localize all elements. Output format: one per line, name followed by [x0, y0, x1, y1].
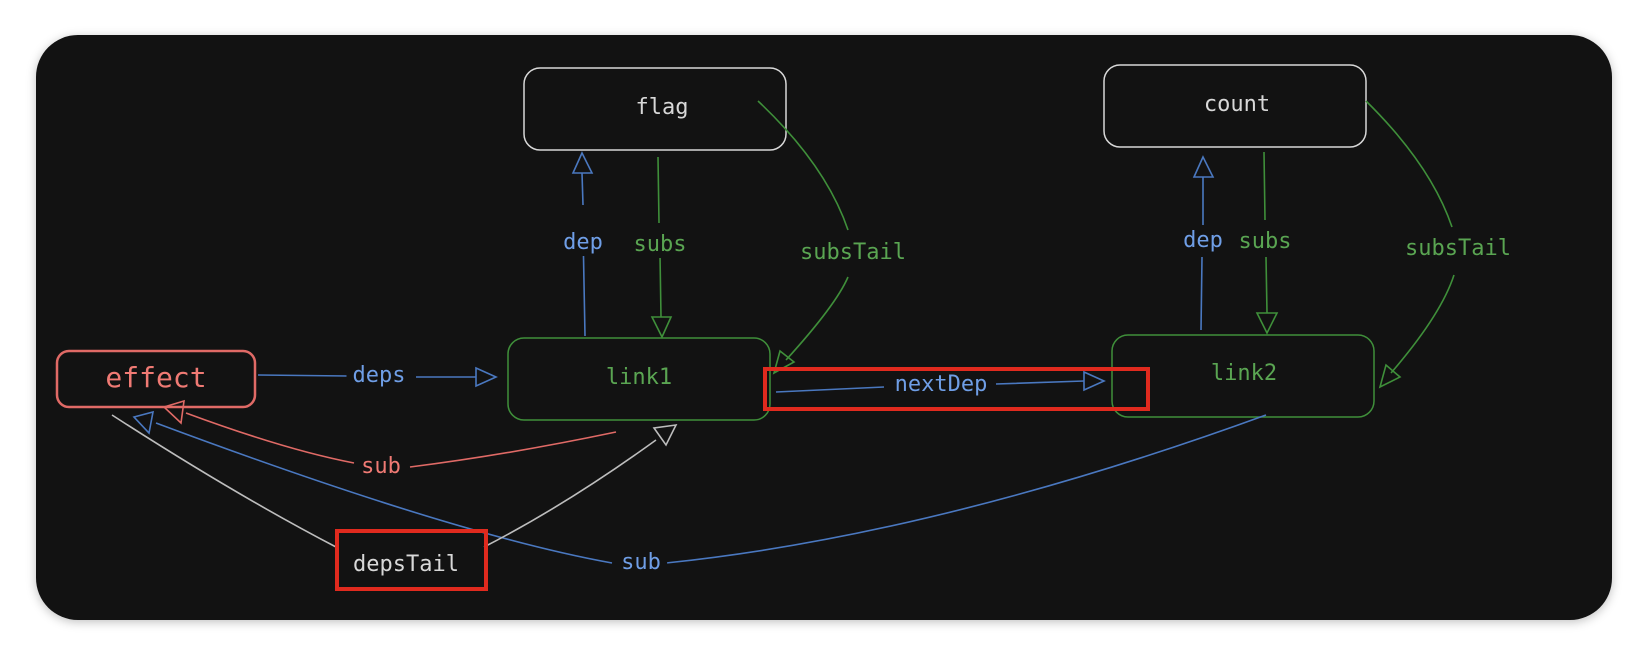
count-subs-edge — [1263, 151, 1268, 314]
link2-sub-arrowhead — [132, 410, 155, 435]
link1-node-label: link1 — [605, 365, 673, 390]
link2-sub-edge — [665, 414, 1267, 564]
link1-sub-edge — [409, 431, 617, 468]
deps-label: deps — [346, 363, 412, 389]
flag-subs-edge — [657, 156, 662, 318]
diagram-svg — [55, 64, 1455, 591]
nextDep-arrowhead — [1083, 370, 1106, 392]
link2-node — [1111, 334, 1375, 418]
count-subs-arrowhead — [1255, 312, 1279, 335]
flag-subs-label: subs — [627, 232, 693, 258]
link1-sub-label: sub — [355, 454, 407, 480]
count-node-label: count — [1203, 92, 1271, 117]
count-dep-edge — [1200, 177, 1204, 331]
link1-sub-edge-left — [185, 412, 355, 464]
count-subsTail-edge — [1365, 100, 1453, 228]
depsTail-arrowhead — [652, 424, 678, 447]
flag-dep-arrowhead — [571, 151, 594, 174]
count-subsTail-label: subsTail — [1399, 236, 1517, 262]
nextDep-label: nextDep — [888, 372, 994, 398]
link2-sub-label: sub — [615, 550, 667, 576]
link2-sub-edge-left — [155, 422, 613, 564]
effect-node — [55, 349, 257, 409]
deps-arrowhead — [475, 366, 498, 388]
depsTail-edge-left — [111, 414, 337, 548]
depsTail-edge-right — [483, 439, 657, 548]
count-subs-label: subs — [1232, 229, 1298, 255]
nextDep-highlight — [763, 367, 1150, 411]
link2-node-label: link2 — [1210, 361, 1278, 386]
link1-node — [507, 337, 771, 421]
flag-dep-label: dep — [557, 230, 609, 256]
nextDep-edge — [775, 380, 1085, 393]
diagram-canvas: flag count link1 link2 effect dep subs s… — [36, 35, 1612, 620]
flag-subsTail-label: subsTail — [794, 240, 912, 266]
flag-subsTail-edge-lower — [785, 276, 849, 361]
flag-subs-arrowhead — [650, 316, 673, 339]
count-dep-label: dep — [1177, 228, 1229, 254]
deps-edge — [257, 374, 476, 378]
flag-node-label: flag — [635, 95, 689, 120]
count-dep-arrowhead — [1192, 155, 1215, 178]
depsTail-highlight — [335, 529, 488, 591]
flag-subsTail-edge — [757, 100, 849, 231]
link1-sub-arrowhead — [162, 399, 185, 425]
effect-node-label: effect — [105, 361, 207, 394]
depsTail-label: depsTail — [347, 552, 465, 578]
count-subsTail-edge-lower — [1390, 274, 1455, 374]
count-node — [1103, 64, 1367, 148]
count-subsTail-arrowhead — [1378, 363, 1402, 389]
flag-node — [523, 67, 787, 151]
